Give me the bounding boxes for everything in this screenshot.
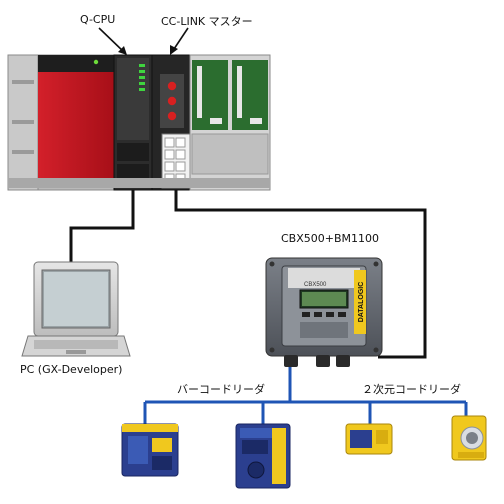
barcode-reader-1 bbox=[121, 423, 179, 477]
controller-brand-text: DATALOGIC bbox=[358, 282, 365, 323]
pc-cable bbox=[69, 190, 135, 262]
2d-reader-2 bbox=[451, 415, 487, 461]
cclink-cable bbox=[174, 190, 427, 359]
io-modules bbox=[189, 54, 271, 191]
cbx500-controller: DATALOGIC CBX500 bbox=[265, 257, 383, 367]
pc-label: PC (GX-Developer) bbox=[20, 363, 123, 376]
power-supply-module bbox=[38, 72, 114, 187]
cable-glands bbox=[284, 355, 350, 367]
plc-rack bbox=[7, 54, 271, 191]
qcpu-module bbox=[113, 54, 153, 191]
cclink-master-module bbox=[151, 54, 191, 191]
barcode-reader-2 bbox=[235, 423, 291, 489]
2d-reader-1 bbox=[345, 423, 393, 455]
pc-laptop bbox=[21, 261, 131, 357]
cclink-master-label: CC-LINK マスター bbox=[161, 15, 253, 28]
reader-bus bbox=[143, 367, 468, 424]
2d-readers-label: ２次元コードリーダ bbox=[362, 383, 461, 396]
controller-model-text: CBX500 bbox=[304, 282, 327, 288]
controller-label: CBX500+BM1100 bbox=[281, 232, 380, 245]
barcode-readers-label: バーコードリーダ bbox=[177, 383, 265, 396]
qcpu-pointer bbox=[98, 27, 126, 54]
qcpu-label: Q-CPU bbox=[80, 13, 116, 26]
